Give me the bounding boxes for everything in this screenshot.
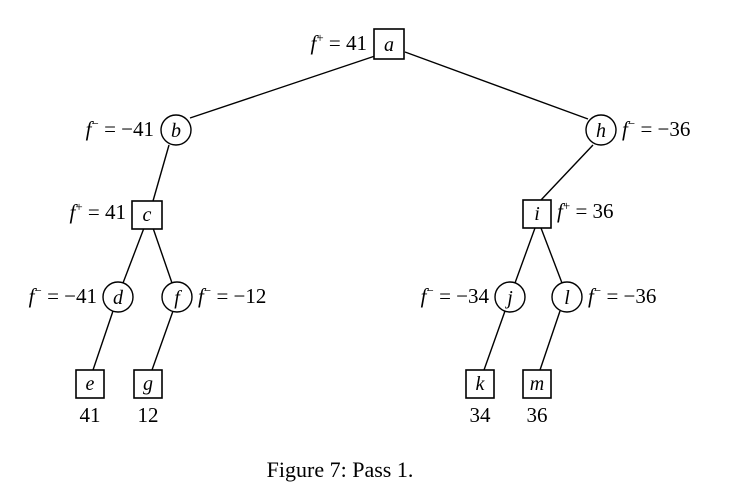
node-f-label: f <box>174 287 182 309</box>
leaf-g-label: g <box>143 373 153 395</box>
node-b-circle <box>160 114 192 146</box>
edge-b-c <box>152 144 170 202</box>
edge-f-g <box>151 310 174 371</box>
edge-a-h <box>404 51 589 120</box>
node-a-label: a <box>384 34 394 56</box>
leaf-m-label: m <box>530 373 544 395</box>
node-c: c f+ = 41 <box>69 199 163 230</box>
leaf-e-value: 41 <box>80 403 101 427</box>
node-l-annotation: f− = −36 <box>588 283 656 308</box>
leaf-e-label: e <box>86 373 95 395</box>
node-a-box <box>373 28 405 60</box>
edge-j-k <box>483 310 506 371</box>
leaf-m: m 36 <box>522 369 552 427</box>
node-h: h f− = −36 <box>585 114 690 146</box>
leaf-k: k 34 <box>465 369 495 427</box>
node-l-label: l <box>564 287 570 309</box>
leaf-g: g 12 <box>133 369 163 427</box>
figure-caption: Figure 7: Pass 1. <box>267 457 414 482</box>
node-f-circle <box>161 281 193 313</box>
node-h-annotation: f− = −36 <box>622 116 690 141</box>
node-l: l f− = −36 <box>551 281 656 313</box>
leaf-k-value: 34 <box>470 403 492 427</box>
edge-l-m <box>539 310 561 371</box>
node-i: i f+ = 36 <box>522 198 614 229</box>
node-c-label: c <box>143 204 152 226</box>
node-h-label: h <box>596 120 606 142</box>
leaf-m-box <box>522 369 552 399</box>
node-i-annotation: f+ = 36 <box>557 198 614 223</box>
node-i-label: i <box>534 203 540 225</box>
leaf-k-label: k <box>476 373 486 395</box>
edge-h-i <box>540 144 594 201</box>
node-a: a f+ = 41 <box>310 28 405 60</box>
edge-c-f <box>152 227 173 284</box>
node-d-label: d <box>113 287 124 309</box>
leaf-k-box <box>465 369 495 399</box>
node-d-annotation: f− = −41 <box>29 283 97 308</box>
leaf-g-value: 12 <box>138 403 159 427</box>
edges <box>92 51 594 371</box>
edge-a-b <box>189 55 376 119</box>
node-j-label: j <box>504 287 513 309</box>
node-h-circle <box>585 114 617 146</box>
edge-i-l <box>540 227 563 284</box>
node-c-box <box>131 200 163 230</box>
node-a-annotation: f+ = 41 <box>310 30 367 55</box>
node-b-annotation: f− = −41 <box>86 116 154 141</box>
node-l-circle <box>551 281 583 313</box>
node-j-circle <box>494 281 526 313</box>
leaf-e: e 41 <box>75 369 105 427</box>
node-c-annotation: f+ = 41 <box>69 199 126 224</box>
node-b-label: b <box>171 120 181 142</box>
node-d: d f− = −41 <box>29 281 134 313</box>
node-f: f f− = −12 <box>161 281 266 313</box>
edge-i-j <box>514 227 536 284</box>
edge-d-e <box>92 310 114 371</box>
node-j: j f− = −34 <box>421 281 526 313</box>
node-d-circle <box>102 281 134 313</box>
node-b: b f− = −41 <box>86 114 192 146</box>
leaf-m-value: 36 <box>527 403 548 427</box>
node-i-box <box>522 199 552 229</box>
node-j-annotation: f− = −34 <box>421 283 490 308</box>
edge-c-d <box>122 227 145 284</box>
leaf-e-box <box>75 369 105 399</box>
leaf-g-box <box>133 369 163 399</box>
node-f-annotation: f− = −12 <box>198 283 266 308</box>
